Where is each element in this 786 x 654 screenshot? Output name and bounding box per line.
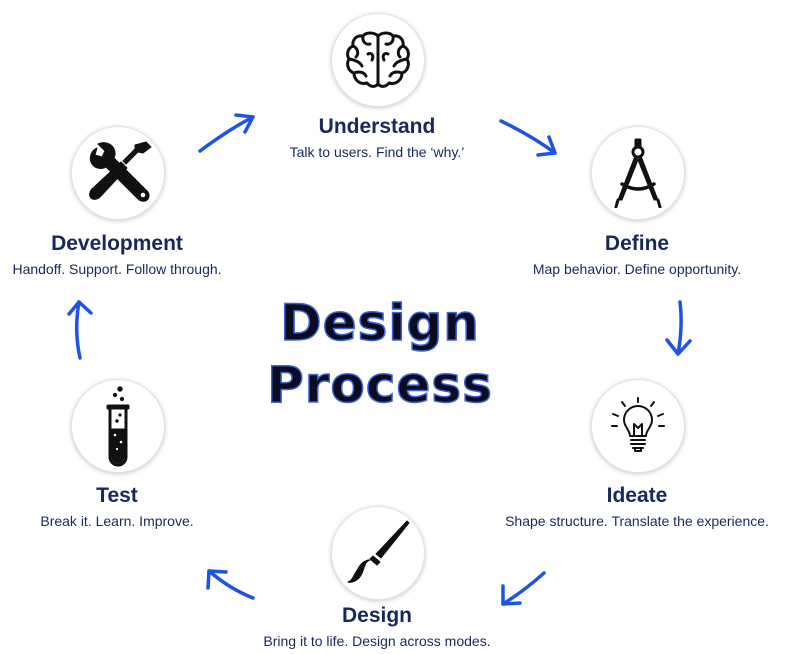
step-define: Define Map behavior. Define opportunity.	[533, 231, 741, 278]
title-line-1: Design	[279, 293, 480, 353]
arrow-ideate-to-design	[501, 571, 546, 606]
step-test: Test Break it. Learn. Improve.	[40, 483, 193, 530]
arrow-understand-to-define	[499, 119, 557, 157]
arrow-define-to-ideate	[665, 300, 692, 356]
step-name: Design	[341, 604, 412, 627]
compass-icon	[614, 138, 662, 208]
test-tube-icon	[106, 386, 130, 467]
step-description: Break it. Learn. Improve.	[40, 513, 194, 529]
step-name: Define	[604, 232, 670, 255]
step-description: Map behavior. Define opportunity.	[532, 261, 742, 277]
brain-icon	[346, 31, 410, 88]
ideate-icon-circle	[591, 379, 685, 473]
step-name: Development	[51, 232, 183, 255]
step-name: Test	[96, 484, 138, 507]
title-line-2: Process	[266, 355, 493, 415]
test-icon-circle	[71, 379, 165, 473]
step-description: Bring it to life. Design across modes.	[263, 633, 491, 649]
understand-icon-circle	[331, 13, 425, 107]
development-icon-circle	[71, 126, 165, 220]
arrow-development-to-understand	[198, 113, 255, 153]
step-name: Ideate	[606, 484, 668, 507]
paintbrush-icon	[347, 520, 410, 583]
lightbulb-icon	[611, 397, 665, 452]
step-description: Handoff. Support. Follow through.	[12, 261, 222, 277]
step-name: Understand	[318, 115, 436, 138]
arrow-design-to-test	[206, 569, 255, 600]
step-ideate: Ideate Shape structure. Translate the ex…	[505, 483, 769, 530]
step-understand: Understand Talk to users. Find the ‘why.…	[290, 114, 465, 161]
define-icon-circle	[591, 126, 685, 220]
step-description: Talk to users. Find the ‘why.’	[289, 144, 465, 160]
tools-icon	[89, 141, 152, 202]
step-development: Development Handoff. Support. Follow thr…	[12, 231, 221, 278]
step-design: Design Bring it to life. Design across m…	[263, 603, 490, 650]
arrow-test-to-development	[67, 300, 93, 360]
diagram-title: Design Process	[230, 292, 530, 416]
design-icon-circle	[331, 506, 425, 600]
step-description: Shape structure. Translate the experienc…	[505, 513, 769, 529]
